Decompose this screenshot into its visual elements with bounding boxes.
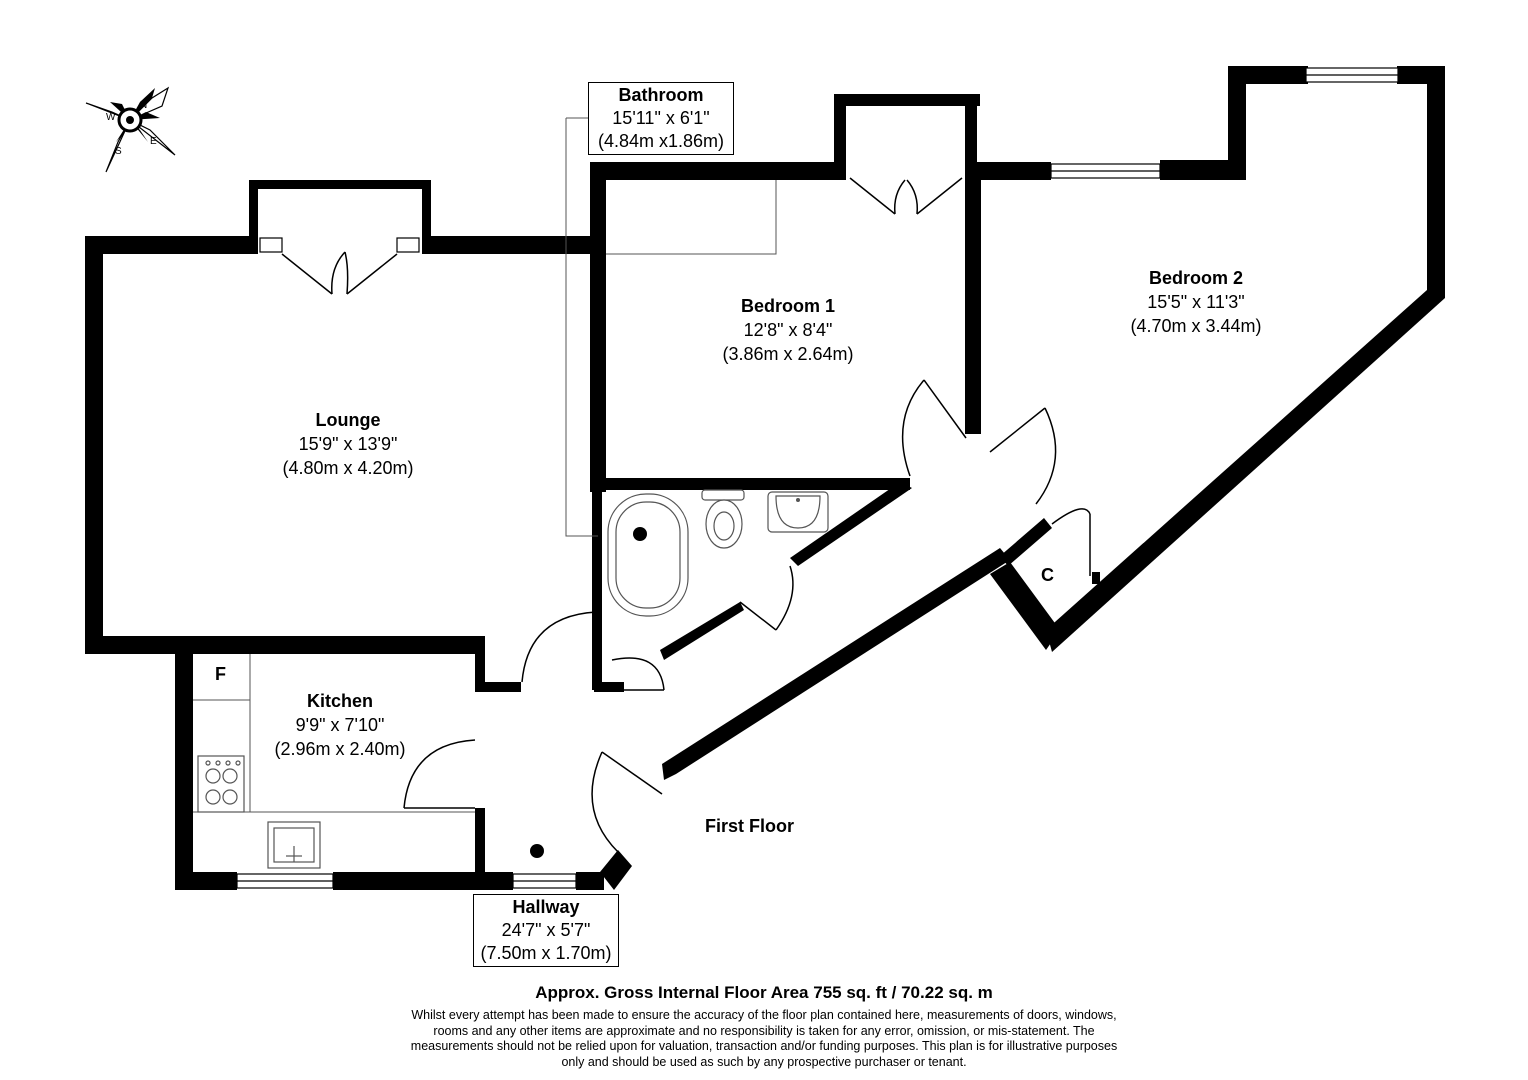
disclaimer-line: rooms and any other items are approximat… (433, 1023, 1095, 1038)
room-dimensions-metric: (7.50m x 1.70m) (480, 943, 612, 963)
room-dimensions-imperial: 15'5" x 11'3" (1147, 292, 1245, 312)
compass-letter-w: W (106, 112, 116, 123)
walls (85, 66, 1445, 890)
room-name: Kitchen (306, 691, 373, 711)
hob-icon (197, 755, 245, 813)
disclaimer: Whilst every attempt has been made to en… (354, 1008, 1174, 1070)
windows (236, 67, 1399, 889)
room-label-hallway: Hallway 24'7" x 5'7" (7.50m x 1.70m) (473, 894, 619, 967)
room-dimensions-imperial: 24'7" x 5'7" (501, 920, 591, 940)
room-dimensions-imperial: 9'9" x 7'10" (295, 715, 385, 735)
compass-letter-n: N (140, 100, 148, 111)
room-dimensions-metric: (4.70m x 3.44m) (1130, 316, 1262, 336)
cupboard-marker: C (1041, 565, 1054, 585)
room-name: Bathroom (618, 85, 704, 105)
room-label-bedroom-2: Bedroom 2 15'5" x 11'3" (4.70m x 3.44m) (1096, 266, 1296, 338)
compass-letter-e: E (150, 136, 157, 147)
room-label-bathroom: Bathroom 15'11" x 6'1" (4.84m x1.86m) (588, 82, 734, 155)
room-label-bedroom-1: Bedroom 1 12'8" x 8'4" (3.86m x 2.64m) (688, 294, 888, 366)
compass-letter-s: S (115, 146, 122, 157)
room-name: Bedroom 1 (740, 296, 836, 316)
room-name: Hallway (512, 897, 580, 917)
fixtures (197, 489, 829, 869)
room-dimensions-metric: (3.86m x 2.64m) (722, 344, 854, 364)
room-dimensions-imperial: 15'9" x 13'9" (298, 434, 398, 454)
room-name: Bedroom 2 (1148, 268, 1244, 288)
floor-area-title: Approx. Gross Internal Floor Area 755 sq… (535, 983, 993, 1002)
room-dimensions-metric: (2.96m x 2.40m) (274, 739, 406, 759)
room-label-lounge: Lounge 15'9" x 13'9" (4.80m x 4.20m) (248, 408, 448, 480)
room-label-kitchen: Kitchen 9'9" x 7'10" (2.96m x 2.40m) (240, 689, 440, 761)
room-dimensions-imperial: 12'8" x 8'4" (743, 320, 833, 340)
room-dimensions-imperial: 15'11" x 6'1" (612, 108, 710, 128)
disclaimer-line: measurements should not be relied upon f… (410, 1039, 1118, 1053)
room-dimensions-metric: (4.84m x1.86m) (597, 131, 725, 151)
fridge-marker: F (215, 664, 226, 684)
doors (281, 177, 1091, 853)
room-name: Lounge (315, 410, 381, 430)
disclaimer-line: Whilst every attempt has been made to en… (411, 1008, 1117, 1022)
floor-name: First Floor (705, 816, 794, 836)
basin-icon (767, 491, 829, 533)
toilet-icon (701, 489, 745, 549)
room-dimensions-metric: (4.80m x 4.20m) (282, 458, 414, 478)
sink-icon (267, 821, 321, 869)
disclaimer-line: only and should be used as such by any p… (561, 1054, 967, 1069)
compass-icon (85, 86, 176, 173)
